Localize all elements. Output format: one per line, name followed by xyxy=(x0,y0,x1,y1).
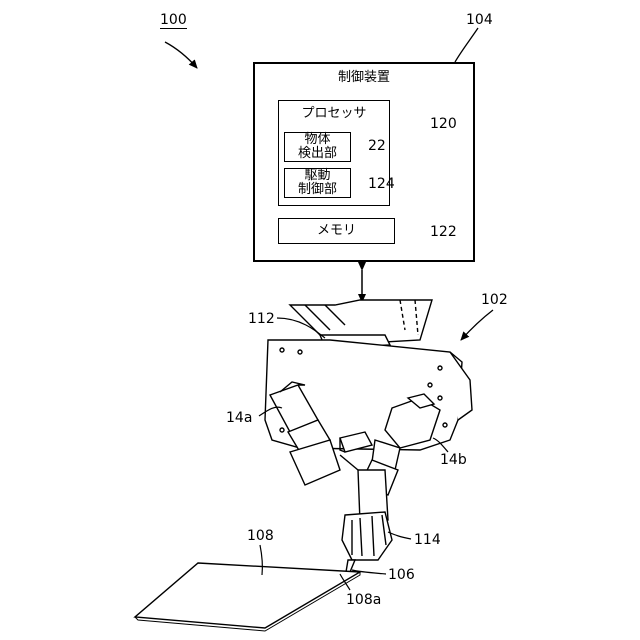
robot-leader-arrow xyxy=(461,310,493,340)
workpiece-sheet xyxy=(135,563,360,628)
system-ref-label: 100 xyxy=(160,12,187,29)
object-detection-line1: 物体 xyxy=(284,132,351,147)
memory-ref-label: 122 xyxy=(430,224,457,240)
object-detection-line2: 検出部 xyxy=(284,146,351,161)
memory-title: メモリ xyxy=(278,223,395,238)
drive-control-line2: 制御部 xyxy=(284,182,351,197)
controller-title: 制御装置 xyxy=(253,70,475,85)
system-leader-arrow xyxy=(165,42,197,68)
drive-control-line1: 駆動 xyxy=(284,168,351,183)
processor-ref-label: 120 xyxy=(430,116,457,132)
workpiece-ref-label: 108 xyxy=(247,528,274,544)
workpiece-edge-ref-label: 108a xyxy=(346,592,381,608)
tool-ref-label: 106 xyxy=(388,567,415,583)
drive-control-ref-label: 124 xyxy=(368,176,395,192)
robot-ref-label: 102 xyxy=(481,292,508,308)
end-effector-ref-label: 114 xyxy=(414,532,441,548)
base-ref-label: 112 xyxy=(248,311,275,327)
controller-ref-label: 104 xyxy=(466,12,493,28)
controller-leader-line xyxy=(455,28,478,62)
motor-a-ref-label: 14a xyxy=(226,410,252,426)
object-detection-ref-label: 22 xyxy=(368,138,386,154)
motor-b-ref-label: 14b xyxy=(440,452,467,468)
processor-title: プロセッサ xyxy=(278,106,390,121)
